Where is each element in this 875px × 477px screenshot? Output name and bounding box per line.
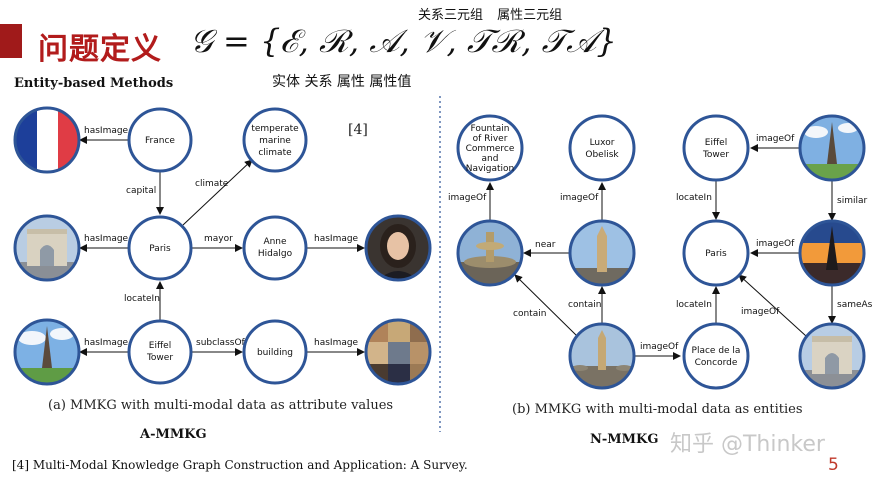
- node-building: building: [242, 319, 308, 385]
- right-sub-label: N-MMKG: [590, 432, 659, 447]
- node-luxor-obelisk: Luxor Obelisk: [568, 114, 636, 182]
- left-edges: [79, 136, 365, 356]
- edge-label-located-in: locateIn: [124, 294, 160, 304]
- node-label-fountain-1: Fountain: [470, 124, 509, 134]
- node-label-paris: Paris: [149, 244, 171, 254]
- node-paris-right: Paris: [682, 219, 750, 287]
- image-obelisk: [568, 219, 636, 287]
- node-label-eiffel-1: Eiffel: [149, 341, 171, 351]
- left-caption: (a) MMKG with multi-modal data as attrib…: [48, 398, 394, 413]
- title-accent-bar: [0, 24, 22, 58]
- node-label-luxor-1: Luxor: [590, 138, 615, 148]
- node-label-luxor-2: Obelisk: [585, 150, 619, 160]
- node-label-anne-2: Hidalgo: [258, 249, 293, 259]
- node-label-eiffel-2: Tower: [146, 353, 173, 363]
- edge-label-subclass-of: subclassOf: [196, 338, 246, 348]
- footnote: [4] Multi-Modal Knowledge Graph Construc…: [12, 458, 468, 472]
- node-label-concorde-1: Place de la: [692, 346, 741, 356]
- edge-label-has-image-building: hasImage: [314, 338, 359, 348]
- edge-label-near: near: [535, 240, 556, 250]
- edge-label-mayor: mayor: [204, 234, 233, 244]
- edge-label-image-of-concorde: imageOf: [640, 342, 679, 352]
- edge-label-image-of-fountain: imageOf: [448, 193, 487, 203]
- relation-triple-label: 关系三元组: [418, 8, 484, 23]
- node-label-fountain-3: Commerce: [466, 144, 515, 154]
- node-anne-hidalgo: Anne Hidalgo: [242, 215, 308, 281]
- left-sub-label: A-MMKG: [140, 427, 207, 442]
- page-number: 5: [828, 455, 839, 475]
- node-label-fountain-2: of River: [473, 134, 508, 144]
- edge-label-has-image-paris: hasImage: [84, 234, 129, 244]
- node-climate: temperate marine climate: [242, 107, 308, 173]
- node-eiffel-tower: Eiffel Tower: [127, 319, 193, 385]
- node-label-fountain-5: Navigation: [466, 164, 515, 174]
- element-labels: 实体 关系 属性 属性值: [272, 74, 412, 90]
- left-heading: Entity-based Methods: [14, 76, 174, 91]
- image-building-collage: [364, 318, 432, 386]
- edge-label-located-in-concorde: locateIn: [676, 300, 712, 310]
- image-eiffel-sunset: [798, 219, 866, 287]
- reference-mark: [4]: [348, 122, 368, 138]
- image-eiffel-tower: [13, 318, 81, 386]
- image-arc-de-triomphe-right: [798, 322, 866, 390]
- edge-label-has-image-france: hasImage: [84, 126, 129, 136]
- edge-label-image-of-arc: imageOf: [741, 307, 780, 317]
- node-fountain: Fountain of River Commerce and Navigatio…: [456, 114, 524, 182]
- image-french-flag: [13, 106, 81, 174]
- watermark: 知乎 @Thinker: [670, 432, 825, 457]
- right-edges: [486, 144, 836, 360]
- image-fountain: [456, 219, 524, 287]
- triple-labels: 关系三元组 属性三元组: [418, 4, 572, 23]
- node-label-climate-3: climate: [258, 148, 292, 158]
- graph-formula: 𝒢 = {ℰ, ℛ, 𝒜, 𝒱, 𝒯ℛ, 𝒯𝒜}: [190, 22, 617, 60]
- image-arc-de-triomphe: [13, 214, 81, 282]
- edge-contain-fountain: [514, 274, 578, 337]
- node-label-concorde-2: Concorde: [695, 358, 738, 368]
- image-eiffel-tower-right: [798, 114, 866, 182]
- node-label-paris-r: Paris: [705, 249, 727, 259]
- page-title: 问题定义: [38, 32, 162, 67]
- edge-climate: [182, 159, 253, 226]
- edge-label-located-in-eiffel: locateIn: [676, 193, 712, 203]
- node-label-eiffel-r-1: Eiffel: [705, 138, 727, 148]
- edge-label-capital: capital: [126, 186, 156, 196]
- node-label-climate-1: temperate: [251, 124, 299, 134]
- node-label-anne-1: Anne: [263, 237, 287, 247]
- edge-label-has-image-anne: hasImage: [314, 234, 359, 244]
- node-label-france: France: [145, 136, 175, 146]
- edge-label-same-as: sameAs: [837, 300, 873, 310]
- edge-label-climate: climate: [195, 179, 229, 189]
- edge-image-of-arc: [738, 274, 807, 337]
- edge-label-image-of-eiffel: imageOf: [756, 134, 795, 144]
- image-anne-hidalgo-portrait: [364, 214, 432, 282]
- edge-label-similar: similar: [837, 196, 867, 206]
- right-caption: (b) MMKG with multi-modal data as entiti…: [512, 402, 803, 417]
- node-paris: Paris: [127, 215, 193, 281]
- edge-label-has-image-eiffel: hasImage: [84, 338, 129, 348]
- attribute-triple-label: 属性三元组: [497, 8, 563, 23]
- node-france: France: [127, 107, 193, 173]
- edge-label-image-of-paris: imageOf: [756, 239, 795, 249]
- node-label-fountain-4: and: [482, 154, 499, 164]
- edge-label-contain-luxor: contain: [568, 300, 601, 310]
- node-place-de-la-concorde: Place de la Concorde: [682, 322, 750, 390]
- image-concorde-square: [568, 322, 636, 390]
- edge-label-contain-fountain: contain: [513, 309, 546, 319]
- node-eiffel-tower-right: Eiffel Tower: [682, 114, 750, 182]
- node-label-climate-2: marine: [259, 136, 291, 146]
- edge-label-image-of-luxor: imageOf: [560, 193, 599, 203]
- node-label-building: building: [257, 348, 293, 358]
- node-label-eiffel-r-2: Tower: [702, 150, 729, 160]
